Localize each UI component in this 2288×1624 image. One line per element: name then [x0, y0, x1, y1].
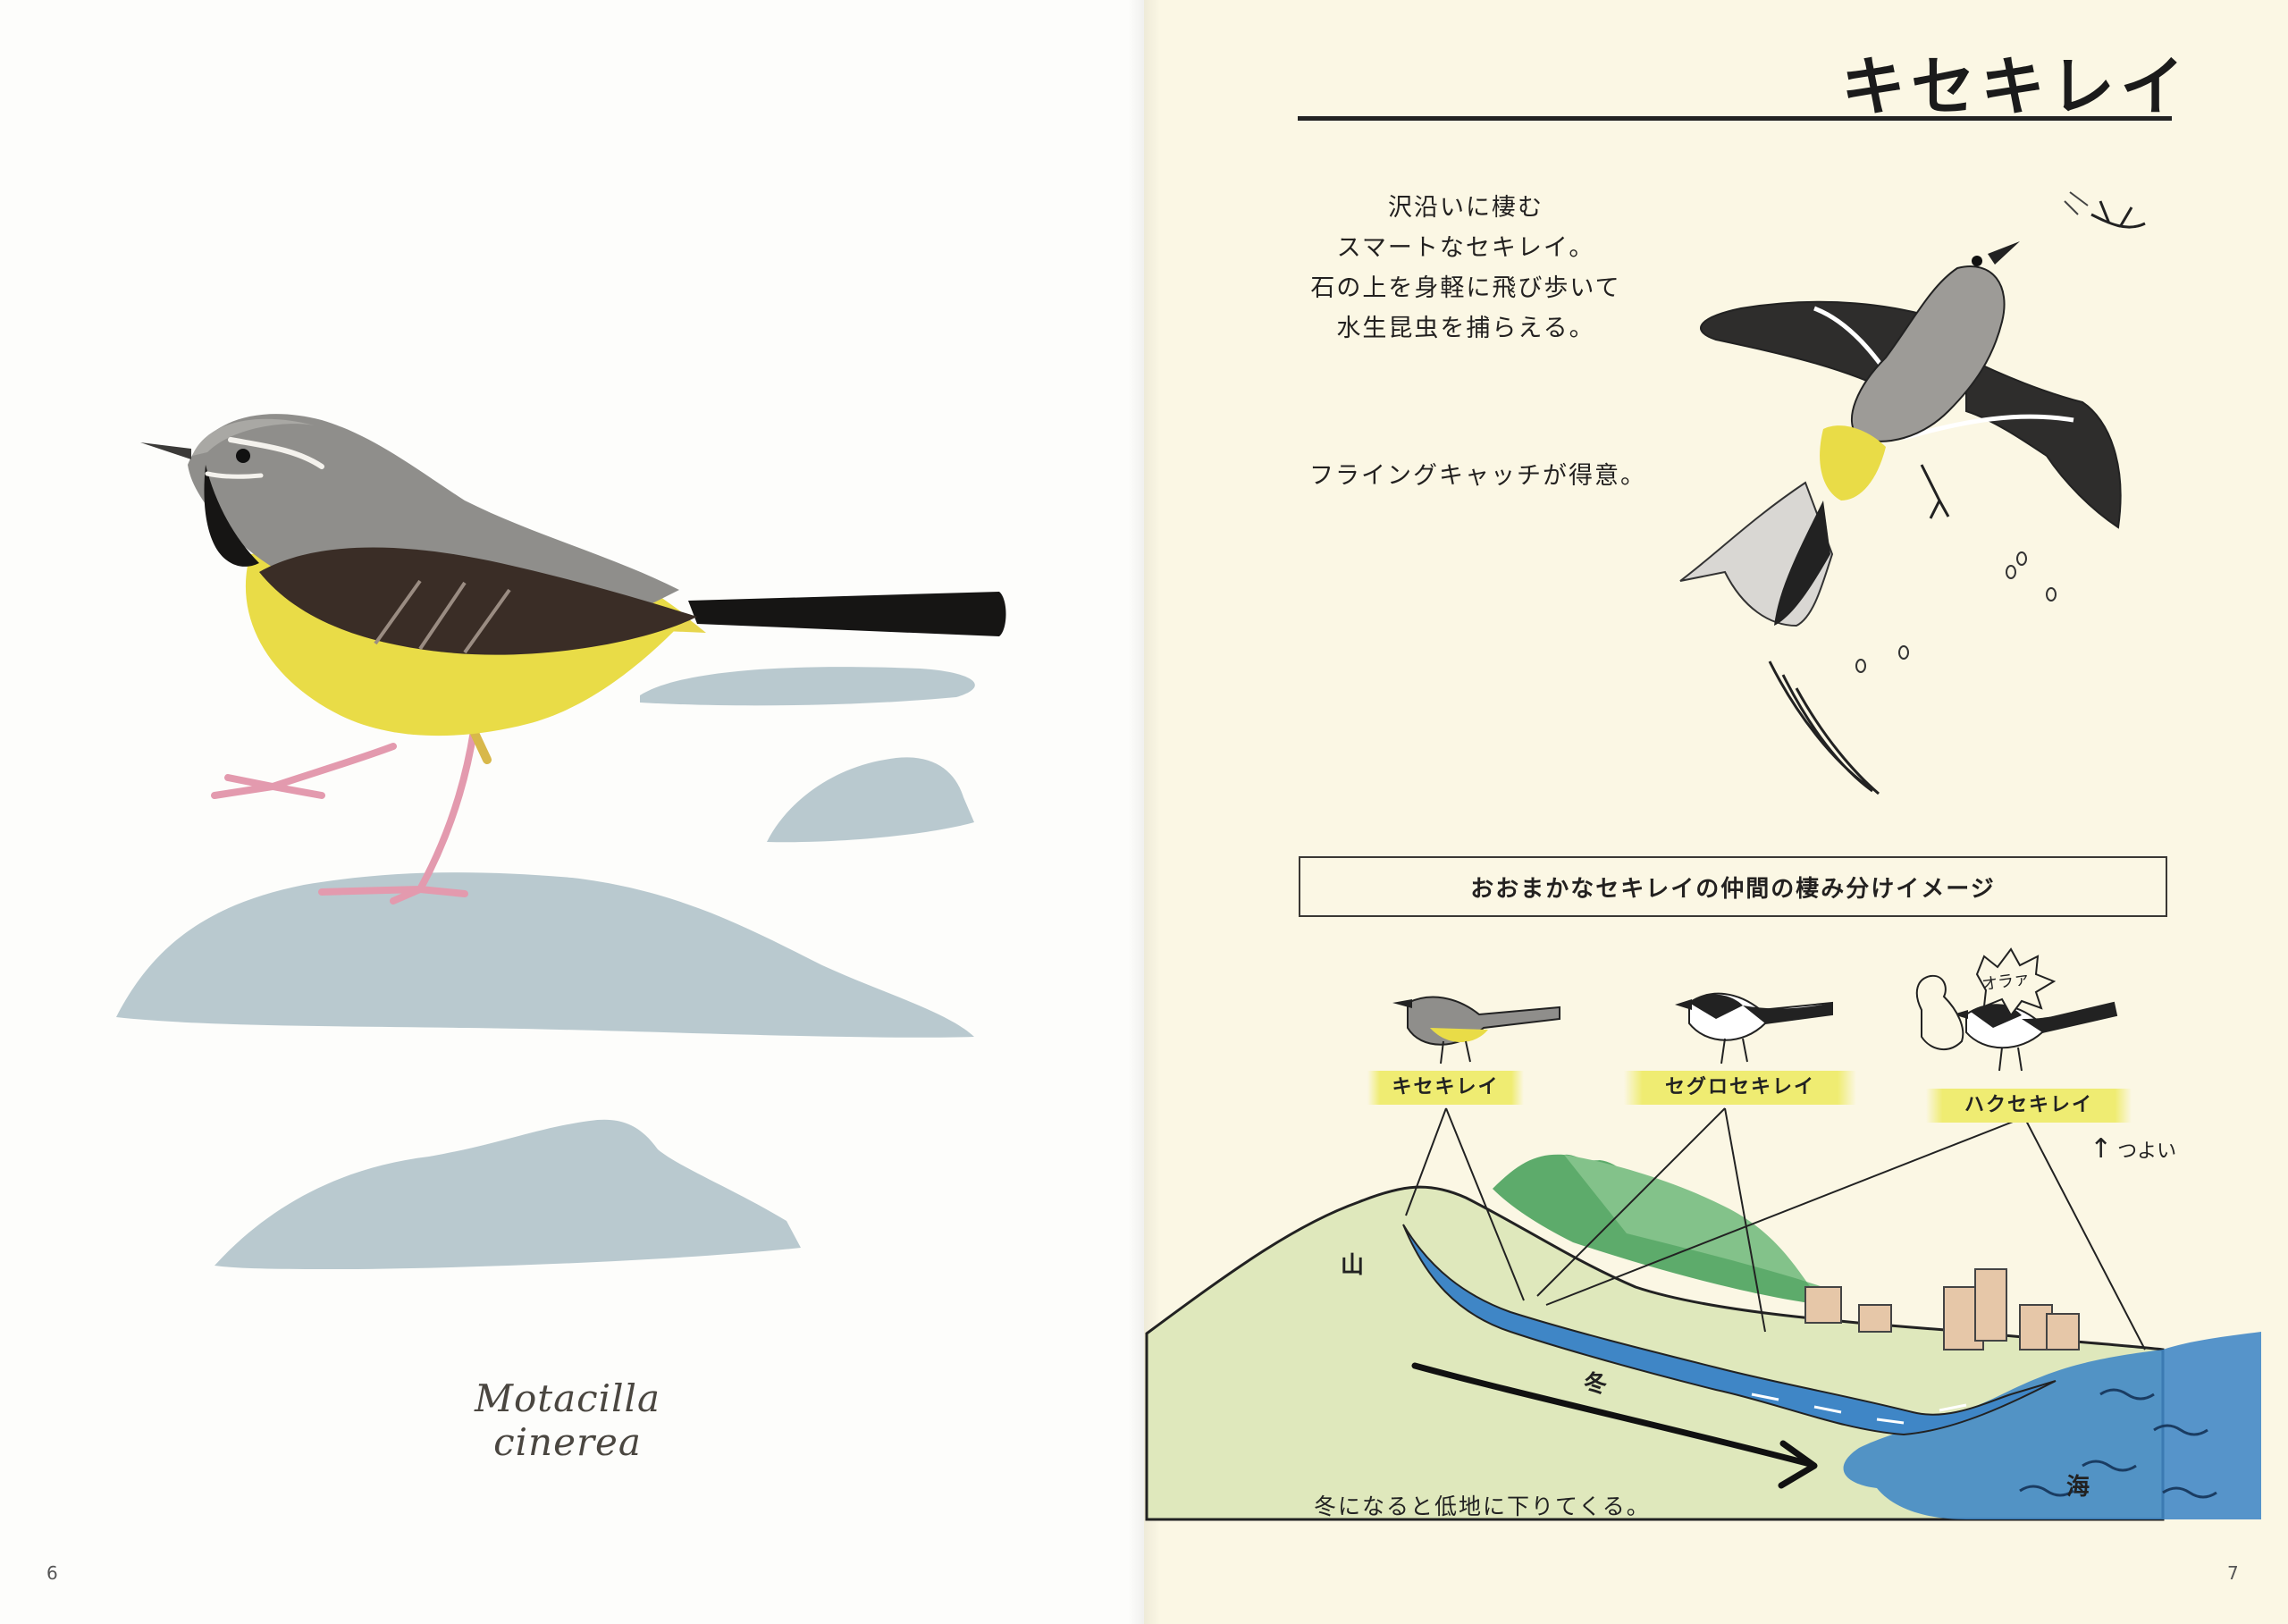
- grey-wagtail-illustration: [140, 414, 1006, 905]
- description-text: 沢沿いに棲む スマートなセキレイ。 石の上を身軽に飛び歩いて 水生昆虫を捕らえる…: [1287, 188, 1644, 349]
- habitat-map-heading: おおまかなセキレイの仲間の棲み分けイメージ: [1299, 856, 2167, 917]
- species-tag-white-wagtail: ハクセキレイ: [1926, 1089, 2132, 1123]
- page-number-left: 6: [46, 1562, 58, 1584]
- up-arrow-icon: ↑: [2090, 1133, 2113, 1165]
- page-title: キセキレイ: [1841, 49, 2191, 124]
- strong-note: ↑つよい: [2090, 1133, 2176, 1165]
- scientific-name: Motacilla cinerea: [474, 1376, 661, 1464]
- species-tag-japanese-wagtail: セグロセキレイ: [1624, 1071, 1856, 1105]
- page-number-right: 7: [2227, 1562, 2239, 1584]
- rock-illustration-bottom: [214, 1119, 801, 1269]
- strong-note-text: つよい: [2117, 1140, 2177, 1163]
- rock-illustration-small-top: [640, 667, 975, 706]
- rock-illustration-large: [116, 872, 974, 1038]
- description-line: スマートなセキレイ。: [1336, 234, 1595, 262]
- title-underline: [1298, 116, 2172, 121]
- winter-migration-note: 冬になると低地に下りてくる。: [1314, 1494, 1651, 1519]
- map-label-winter: 冬: [1584, 1371, 1608, 1398]
- description-line: 沢沿いに棲む: [1388, 194, 1544, 222]
- map-label-sea: 海: [2066, 1474, 2090, 1501]
- town-buildings: [1804, 1268, 2080, 1351]
- left-page: Motacilla cinerea 6: [46, 414, 1006, 1584]
- rock-illustration-small-mid: [767, 757, 974, 843]
- description-line: 水生昆虫を捕らえる。: [1336, 315, 1595, 342]
- skill-note: フライングキャッチが得意。: [1309, 462, 1646, 490]
- species-tag-grey-wagtail: キセキレイ: [1367, 1071, 1524, 1105]
- description-line: 石の上を身軽に飛び歩いて: [1310, 274, 1621, 302]
- map-label-mountain: 山: [1341, 1252, 1365, 1279]
